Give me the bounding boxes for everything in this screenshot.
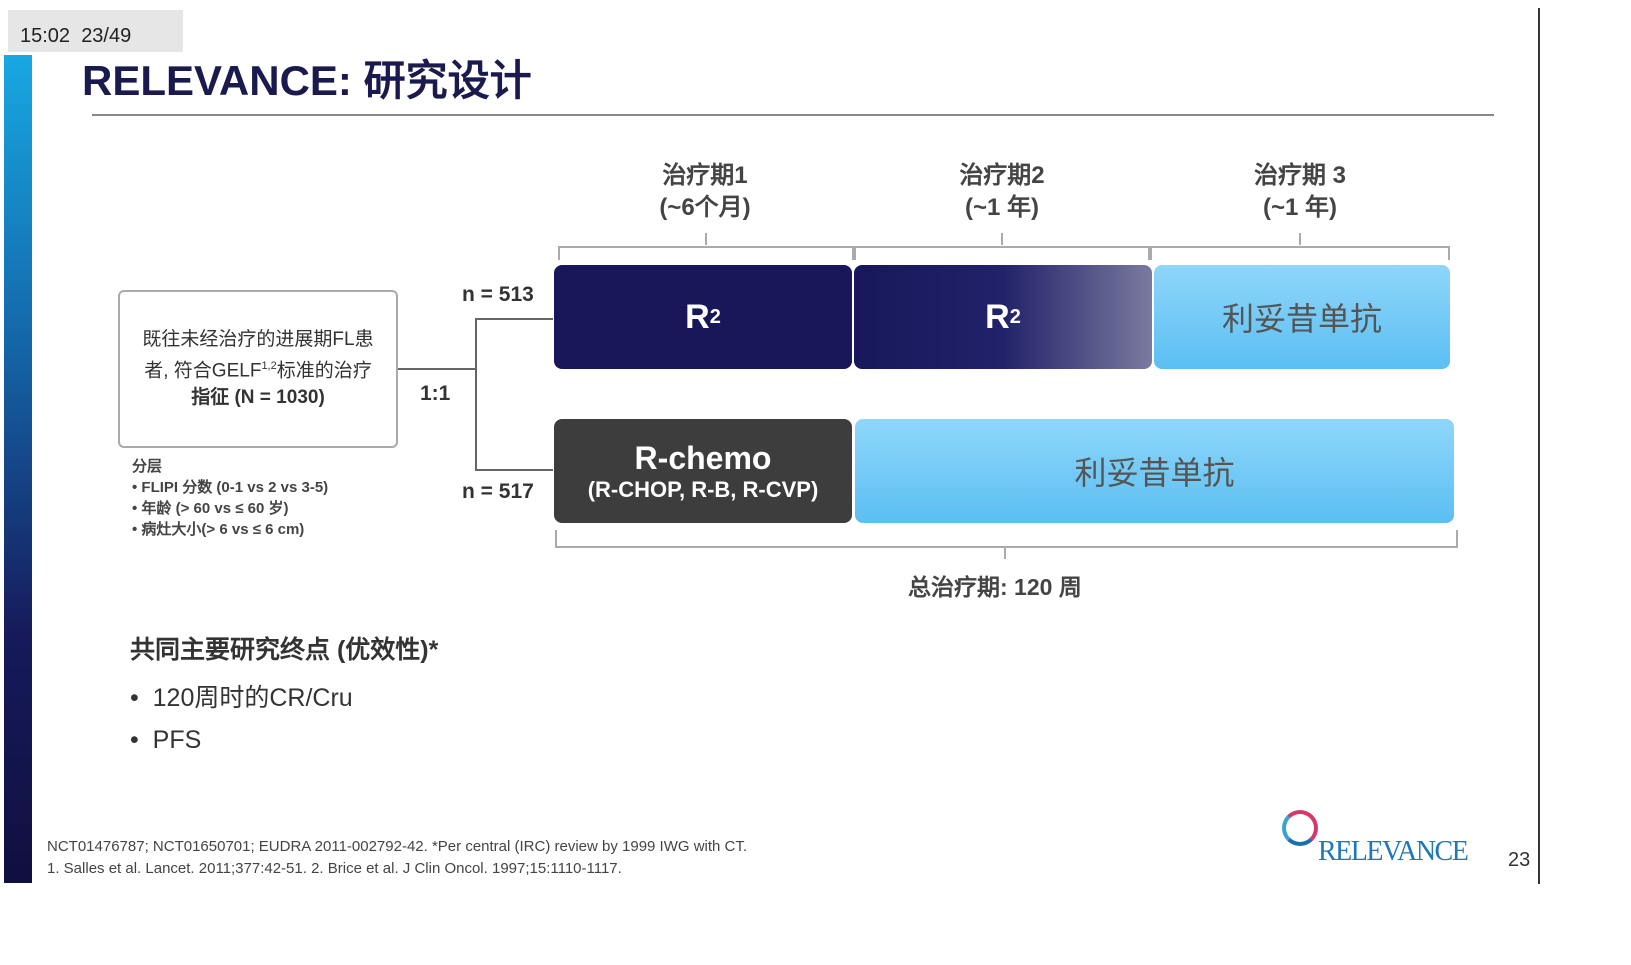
phase-label: 治疗期2 bbox=[959, 162, 1045, 189]
arm-a-phase-3: 利妥昔单抗 bbox=[1154, 265, 1450, 369]
endpoints: 共同主要研究终点 (优效性)* • 120周时的CR/Cru • PFS bbox=[130, 630, 438, 755]
endpoint-item: • 120周时的CR/Cru bbox=[130, 684, 353, 712]
slide-edge bbox=[1538, 8, 1540, 884]
phase-1-header: 治疗期1 (~6个月) bbox=[605, 160, 805, 224]
arrow-arm-b bbox=[475, 469, 553, 471]
phase-2-header: 治疗期2 (~1 年) bbox=[902, 160, 1102, 224]
total-duration: 总治疗期: 120 周 bbox=[908, 574, 1082, 600]
bracket-tick bbox=[1299, 233, 1301, 245]
r2-label: R bbox=[985, 297, 1010, 336]
arm-b-n: n = 517 bbox=[462, 480, 534, 503]
rituximab-label: 利妥昔单抗 bbox=[1221, 301, 1382, 337]
phase-duration: (~1 年) bbox=[1262, 194, 1337, 221]
title-divider bbox=[92, 114, 1494, 116]
phase-3-bracket bbox=[1150, 246, 1450, 260]
stratification-item: • 病灶大小(> 6 vs ≤ 6 cm) bbox=[132, 521, 305, 538]
phase-1-bracket bbox=[558, 246, 854, 260]
page-number: 23 bbox=[1508, 849, 1531, 871]
arm-b-chemo: R-chemo(R-CHOP, R-B, R-CVP) bbox=[554, 419, 852, 523]
total-bracket bbox=[555, 530, 1458, 548]
connector bbox=[475, 318, 477, 470]
population-box: 既往未经治疗的进展期FL患 者, 符合GELF1,2标准的治疗 指征 (N = … bbox=[118, 290, 398, 448]
population-text: 指征 (N = 1030) bbox=[191, 386, 325, 408]
rituximab-label: 利妥昔单抗 bbox=[1074, 455, 1235, 491]
endpoint-text: PFS bbox=[152, 726, 202, 754]
stratification-item: • FLIPI 分数 (0-1 vs 2 vs 3-5) bbox=[132, 479, 329, 496]
footnote: NCT01476787; NCT01650701; EUDRA 2011-002… bbox=[47, 838, 748, 855]
accent-bar bbox=[4, 55, 32, 883]
phase-duration: (~1 年) bbox=[964, 194, 1039, 221]
footnote: 1. Salles et al. Lancet. 2011;377:42-51.… bbox=[47, 860, 622, 877]
arm-a-n: n = 513 bbox=[462, 283, 534, 306]
stratification-title: 分层 bbox=[132, 458, 163, 475]
chemo-label: R-chemo bbox=[634, 439, 772, 476]
arm-b-maintenance: 利妥昔单抗 bbox=[855, 419, 1454, 523]
randomization-ratio: 1:1 bbox=[420, 382, 451, 405]
text: 标准的治疗 bbox=[276, 360, 372, 382]
playback-overlay: 15:02 23/49 bbox=[8, 10, 183, 52]
bracket-tick bbox=[1004, 547, 1006, 559]
endpoint-text: 120周时的CR/Cru bbox=[152, 684, 353, 712]
superscript: 1,2 bbox=[261, 360, 277, 373]
superscript: 2 bbox=[709, 305, 721, 328]
bracket-tick bbox=[705, 233, 707, 245]
connector bbox=[398, 368, 476, 370]
r2-label: R bbox=[685, 297, 710, 336]
endpoint-item: • PFS bbox=[130, 726, 202, 754]
logo-swirl-icon bbox=[1282, 810, 1318, 846]
phase-label: 治疗期1 bbox=[662, 162, 748, 189]
population-text: 既往未经治疗的进展期FL患 bbox=[142, 329, 374, 351]
phase-label: 治疗期 3 bbox=[1253, 162, 1346, 189]
stratification-item: • 年龄 (> 60 vs ≤ 60 岁) bbox=[132, 500, 289, 517]
stratification: 分层 • FLIPI 分数 (0-1 vs 2 vs 3-5) • 年龄 (> … bbox=[132, 456, 328, 540]
endpoints-title: 共同主要研究终点 (优效性)* bbox=[130, 636, 439, 664]
superscript: 2 bbox=[1009, 305, 1021, 328]
phase-3-header: 治疗期 3 (~1 年) bbox=[1200, 160, 1400, 224]
relevance-logo: RELEVANCE bbox=[1318, 836, 1469, 867]
page-title: RELEVANCE: 研究设计 bbox=[82, 57, 532, 104]
text: 者, 符合GELF bbox=[144, 360, 262, 382]
slide-counter: 23/49 bbox=[81, 25, 132, 47]
arrow-arm-a bbox=[475, 318, 553, 320]
bracket-tick bbox=[1001, 233, 1003, 245]
time: 15:02 bbox=[20, 25, 71, 47]
population-text: 者, 符合GELF1,2标准的治疗 bbox=[142, 353, 373, 384]
phase-2-bracket bbox=[854, 246, 1150, 260]
phase-duration: (~6个月) bbox=[659, 194, 751, 221]
chemo-regimens: (R-CHOP, R-B, R-CVP) bbox=[587, 476, 819, 502]
